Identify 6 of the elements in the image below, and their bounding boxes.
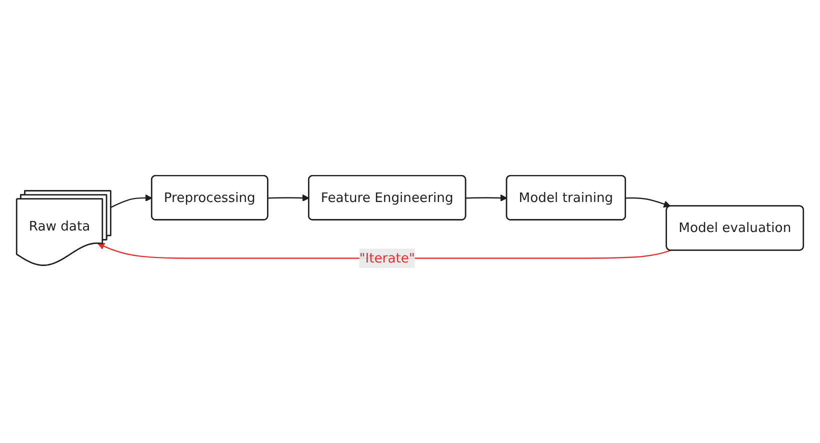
arrow: [626, 197, 671, 208]
arrow: [268, 194, 310, 202]
edge-label: "Iterate": [359, 250, 415, 266]
arrow: [97, 242, 671, 259]
arrow: [110, 194, 152, 208]
arrow: [466, 194, 508, 202]
